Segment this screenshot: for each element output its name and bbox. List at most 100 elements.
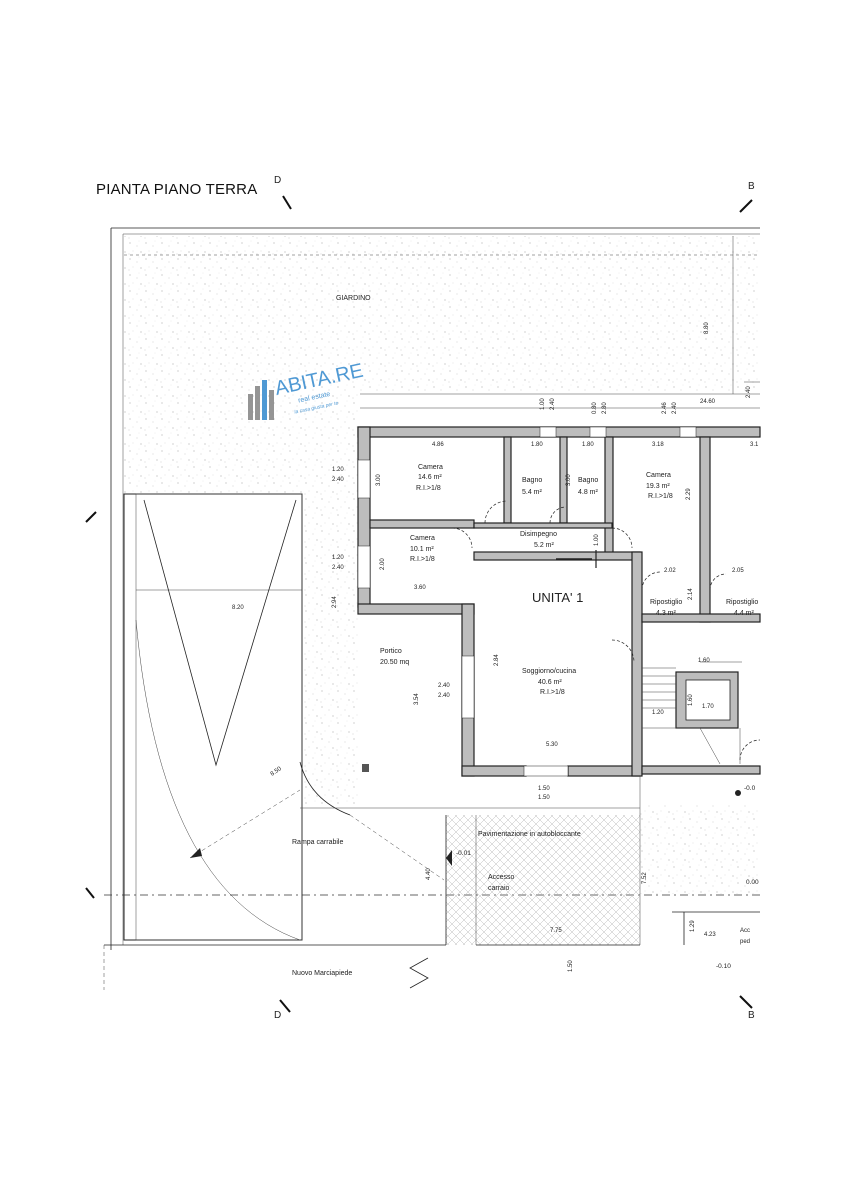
unit-title: UNITA' 1 — [532, 590, 583, 605]
dim-1-20a: 1.20 — [332, 467, 344, 473]
room-labels: Camera 14.6 m² R.I.>1/8 Bagno 5.4 m² Bag… — [292, 464, 758, 977]
section-markers: D B D B — [85, 175, 755, 1021]
dim-3-18: 3.18 — [652, 442, 664, 448]
room-camera1-name: Camera — [418, 464, 443, 471]
dim-8-50: 8.50 — [270, 766, 284, 778]
accesso-right-2: ped — [740, 939, 750, 945]
dim-1-00b: 1.00 — [540, 398, 546, 410]
dim-3-60: 3.60 — [414, 585, 426, 591]
room-ripostiglio1-name: Ripostiglio — [650, 599, 682, 606]
wall-top — [357, 426, 761, 438]
room-camera2-name: Camera — [646, 472, 671, 479]
room-camera2-area: 19.3 m² — [646, 483, 670, 490]
dim-2-46: 2.46 — [662, 402, 668, 414]
dim-2-02: 2.02 — [664, 568, 676, 574]
dim-2-40a: 2.40 — [332, 477, 344, 483]
room-camera3-area: 10.1 m² — [410, 546, 434, 553]
dim-8-80: 8.80 — [704, 322, 710, 334]
room-camera3-ratio: R.I.>1/8 — [410, 556, 435, 563]
dim-2-40d: 2.40 — [438, 693, 450, 699]
room-ripostiglio2-name: Ripostiglio — [726, 599, 758, 606]
dim-2-40b: 2.40 — [332, 565, 344, 571]
dim-2-84: 2.84 — [494, 654, 500, 666]
dim-1-70: 1.70 — [702, 704, 714, 710]
stairs — [642, 661, 742, 765]
dim-2-40f: 2.40 — [672, 402, 678, 414]
dim-2-14: 2.14 — [688, 588, 694, 600]
accesso-label-1: Accesso — [488, 874, 515, 881]
door-swings — [451, 500, 761, 761]
dim-5-30: 5.30 — [546, 742, 558, 748]
level-1: -0.01 — [456, 850, 471, 857]
dimensions: 4.86 1.80 1.80 3.18 3.1 3.00 3.00 2.29 1… — [332, 386, 759, 972]
level-marker-2 — [735, 790, 741, 796]
logo-bar-4 — [269, 390, 274, 420]
dim-1-50b: 1.50 — [538, 795, 550, 801]
pavimentazione-label: Pavimentazione in autobloccante — [478, 831, 581, 838]
room-camera1-area: 14.6 m² — [418, 474, 442, 481]
garden-area — [124, 236, 760, 394]
dim-2-05: 2.05 — [732, 568, 744, 574]
walls — [357, 426, 761, 777]
room-bagno2-area: 4.8 m² — [578, 489, 599, 496]
room-portico-name: Portico — [380, 648, 402, 655]
dim-4-23: 4.23 — [704, 932, 716, 938]
dim-3-00b: 3.00 — [566, 474, 572, 486]
marciapiede-label: Nuovo Marciapiede — [292, 970, 352, 977]
dim-1-60: 1.60 — [698, 658, 710, 664]
room-camera3-name: Camera — [410, 535, 435, 542]
dim-8-20: 8.20 — [232, 605, 244, 611]
section-marker-d-bottom: D — [274, 1010, 281, 1021]
dim-1-50c: 1.50 — [568, 960, 574, 972]
room-ripostiglio2-area: 4.4 m² — [734, 610, 755, 617]
room-camera2-ratio: R.I.>1/8 — [648, 493, 673, 500]
dim-1-29: 1.29 — [690, 920, 696, 932]
room-portico-area: 20.50 mq — [380, 659, 409, 666]
dim-0-80: 0.80 — [592, 402, 598, 414]
dim-24-60: 24.60 — [700, 399, 716, 405]
accesso-label-2: carraio — [488, 885, 510, 892]
section-marker-d-top: D — [274, 175, 281, 186]
dim-2-40g: 2.40 — [746, 386, 752, 398]
level-4: -0.10 — [716, 963, 731, 970]
logo-bar-3 — [262, 380, 267, 420]
garden-label: GIARDINO — [336, 295, 371, 302]
room-soggiorno-name: Soggiorno/cucina — [522, 668, 576, 675]
room-camera1-ratio: R.I.>1/8 — [416, 485, 441, 492]
dim-2-80: 2.80 — [602, 402, 608, 414]
ramp: 8.20 8.50 Rampa carrabile — [104, 493, 760, 941]
room-ripostiglio1-area: 4.3 m² — [656, 610, 677, 617]
levels: -0.01 -0.0 0.00 -0.10 — [446, 785, 759, 970]
room-soggiorno-ratio: R.I.>1/8 — [540, 689, 565, 696]
room-bagno2-name: Bagno — [578, 477, 598, 484]
dim-1-60v: 1.60 — [688, 694, 694, 706]
dim-1-00: 1.00 — [594, 534, 600, 546]
dim-2-40c: 2.40 — [438, 683, 450, 689]
paving — [103, 764, 760, 990]
room-bagno1-area: 5.4 m² — [522, 489, 543, 496]
level-2: -0.0 — [744, 785, 756, 792]
accesso-right-1: Acc — [740, 928, 750, 934]
logo-bar-1 — [248, 394, 253, 420]
autobloccante-area — [446, 815, 640, 945]
dim-4-40: 4.40 — [426, 868, 432, 880]
dim-7-52: 7.52 — [642, 872, 648, 884]
dim-1-80a: 1.80 — [531, 442, 543, 448]
room-soggiorno-area: 40.6 m² — [538, 679, 562, 686]
section-marker-b-bottom: B — [748, 1010, 755, 1021]
dim-1-80b: 1.80 — [582, 442, 594, 448]
dim-7-75: 7.75 — [550, 928, 562, 934]
dim-3-54: 3.54 — [414, 693, 420, 705]
lot: GIARDINO 8.80 24.60 — [110, 227, 760, 950]
dim-2-94: 2.94 — [332, 596, 338, 608]
dim-3-1: 3.1 — [750, 442, 759, 448]
dim-2-29: 2.29 — [686, 488, 692, 500]
room-bagno1-name: Bagno — [522, 477, 542, 484]
ramp-label: Rampa carrabile — [292, 839, 343, 846]
level-3: 0.00 — [746, 879, 759, 886]
dim-1-50a: 1.50 — [538, 786, 550, 792]
sheet-title: PIANTA PIANO TERRA — [96, 181, 258, 198]
dim-1-20c: 1.20 — [652, 710, 664, 716]
logo-bar-2 — [255, 386, 260, 420]
